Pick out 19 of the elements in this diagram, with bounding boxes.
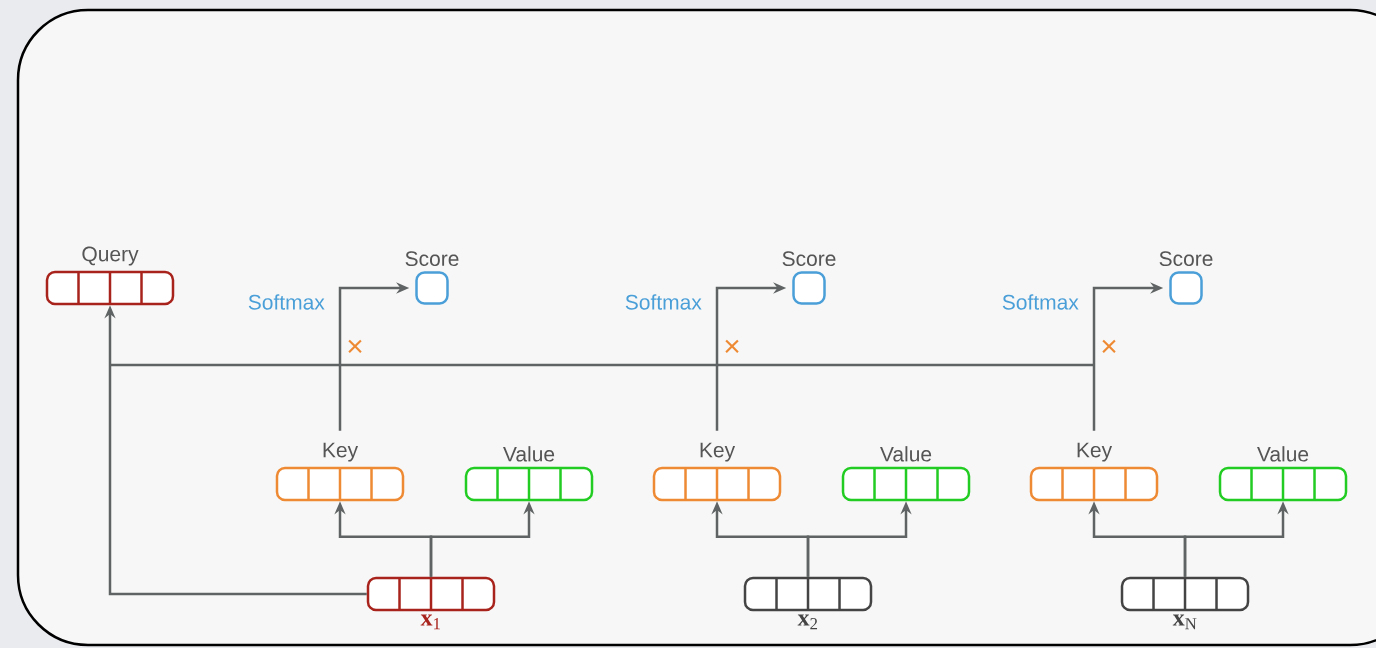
vector-label: Value <box>503 446 555 462</box>
vector-label: x$_{N}$ <box>1172 614 1197 630</box>
vector-label: Value <box>880 446 932 462</box>
score-label: Score <box>405 251 459 267</box>
vector-label: Query <box>82 246 139 266</box>
score-label: Score <box>1159 251 1213 267</box>
multiply-sign: × <box>1102 339 1116 354</box>
vector-label: x$_{1}$ <box>420 614 440 630</box>
vector-label: x$_{2}$ <box>797 614 818 630</box>
edge-label: Softmax <box>248 294 325 310</box>
edge-label: Softmax <box>1002 294 1079 310</box>
multiply-sign: × <box>725 339 739 354</box>
vector-label: Value <box>1257 446 1309 462</box>
vector-label: Key <box>323 442 359 462</box>
vector-label: Key <box>700 442 736 462</box>
score-label: Score <box>782 251 836 267</box>
multiply-sign: × <box>348 339 362 354</box>
vector-label: Key <box>1077 442 1113 462</box>
edge-label: Softmax <box>625 294 702 310</box>
